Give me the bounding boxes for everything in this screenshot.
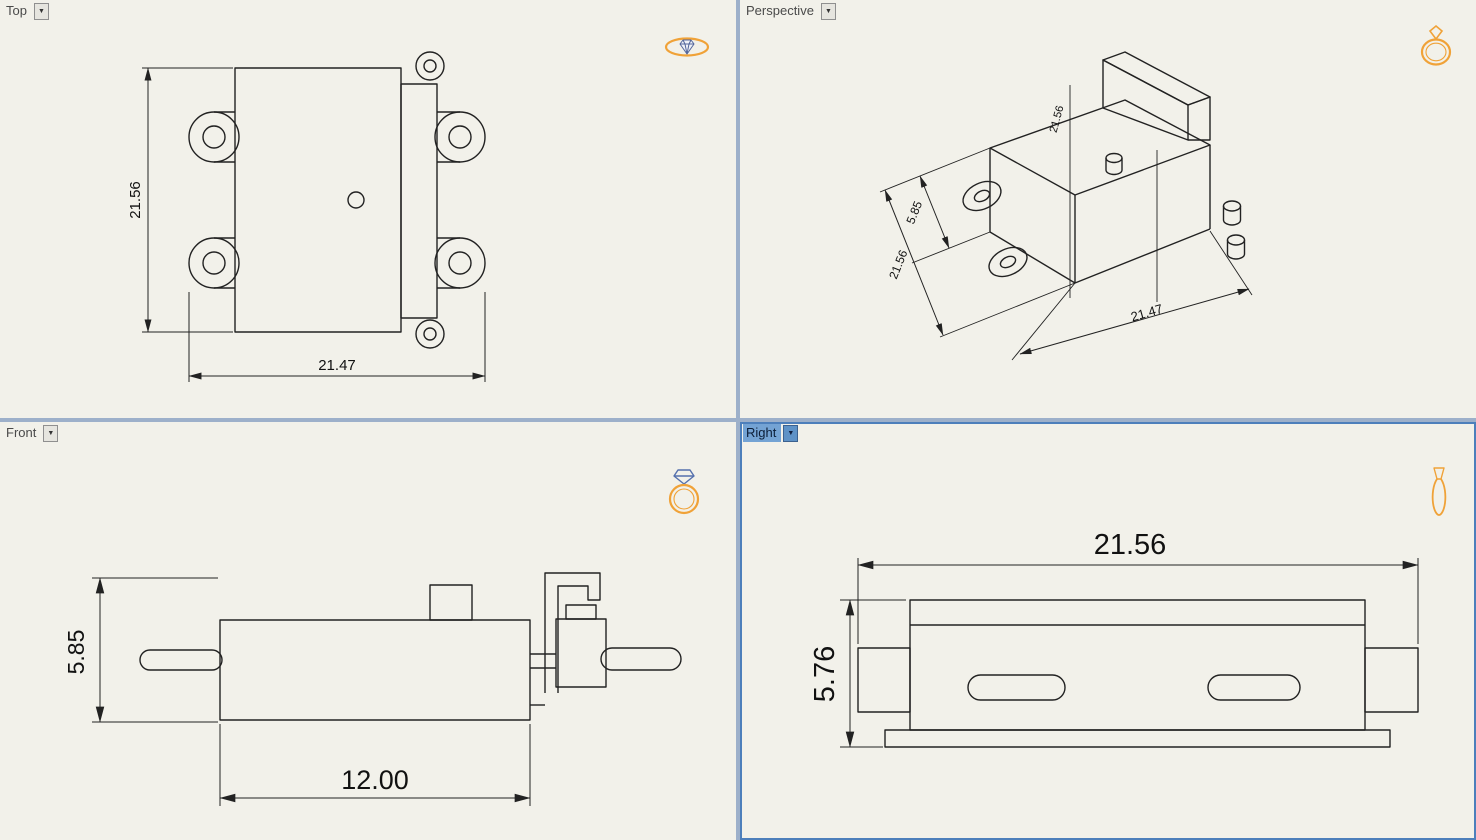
- dimension-label: 21.47: [1129, 301, 1164, 324]
- dimension-label: 21.56: [1048, 104, 1067, 134]
- dimensions: 5.85 12.00: [63, 577, 531, 806]
- part-outline: [962, 51, 1246, 284]
- viewport-menu-button[interactable]: ▼: [33, 2, 49, 20]
- dimension-label: 5.76: [809, 646, 841, 702]
- dimension-label: 12.00: [341, 765, 409, 795]
- viewport-top[interactable]: Top ▼: [0, 0, 736, 418]
- front-view-drawing: 5.85 12.00: [63, 572, 682, 806]
- top-view-drawing: 21.56 21.47: [127, 51, 486, 382]
- dimensions: 21.56 5.85 21.56 21.47: [879, 85, 1253, 361]
- part-outline: [857, 599, 1419, 748]
- viewport-menu-button[interactable]: ▼: [43, 424, 59, 442]
- perspective-view-drawing: 21.56 5.85 21.56 21.47: [879, 51, 1253, 361]
- viewport-title-label[interactable]: Right: [743, 424, 782, 442]
- chevron-down-icon: ▼: [47, 429, 55, 437]
- viewport-title-label[interactable]: Perspective: [746, 3, 814, 18]
- dimensions: 21.56 21.47: [127, 67, 486, 382]
- viewport-perspective[interactable]: Perspective ▼: [740, 0, 1476, 418]
- dimension-label: 21.56: [1094, 529, 1167, 561]
- ring-perspective-view-icon[interactable]: [1414, 22, 1458, 75]
- ring-front-view-icon[interactable]: [662, 466, 706, 521]
- dimension-label: 21.47: [318, 357, 356, 374]
- viewport-title-perspective[interactable]: Perspective ▼: [743, 2, 836, 20]
- right-view-drawing: 21.56 5.76: [809, 529, 1419, 748]
- viewport-title-label[interactable]: Front: [6, 425, 37, 440]
- viewport-right[interactable]: Right ▼: [740, 422, 1476, 840]
- viewport-title-label[interactable]: Top: [6, 3, 27, 18]
- chevron-down-icon: ▼: [787, 429, 795, 437]
- dimension-label: 21.56: [886, 248, 910, 281]
- viewport-title-top[interactable]: Top ▼: [3, 2, 49, 20]
- dimensions: 21.56 5.76: [809, 529, 1419, 748]
- viewport-title-right[interactable]: Right ▼: [743, 424, 799, 442]
- ring-top-view-icon[interactable]: [662, 32, 712, 67]
- viewport-title-front[interactable]: Front ▼: [3, 424, 59, 442]
- viewport-menu-button[interactable]: ▼: [783, 424, 799, 442]
- viewport-front[interactable]: Front ▼: [0, 422, 736, 840]
- dimension-label: 21.56: [127, 181, 144, 219]
- viewport-menu-button[interactable]: ▼: [820, 2, 836, 20]
- ring-side-view-icon[interactable]: [1428, 462, 1450, 523]
- part-outline: [188, 51, 486, 349]
- part-outline: [139, 572, 682, 721]
- chevron-down-icon: ▼: [824, 7, 832, 15]
- chevron-down-icon: ▼: [38, 7, 45, 15]
- dimension-label: 5.85: [903, 199, 925, 226]
- dimension-label: 5.85: [63, 630, 89, 675]
